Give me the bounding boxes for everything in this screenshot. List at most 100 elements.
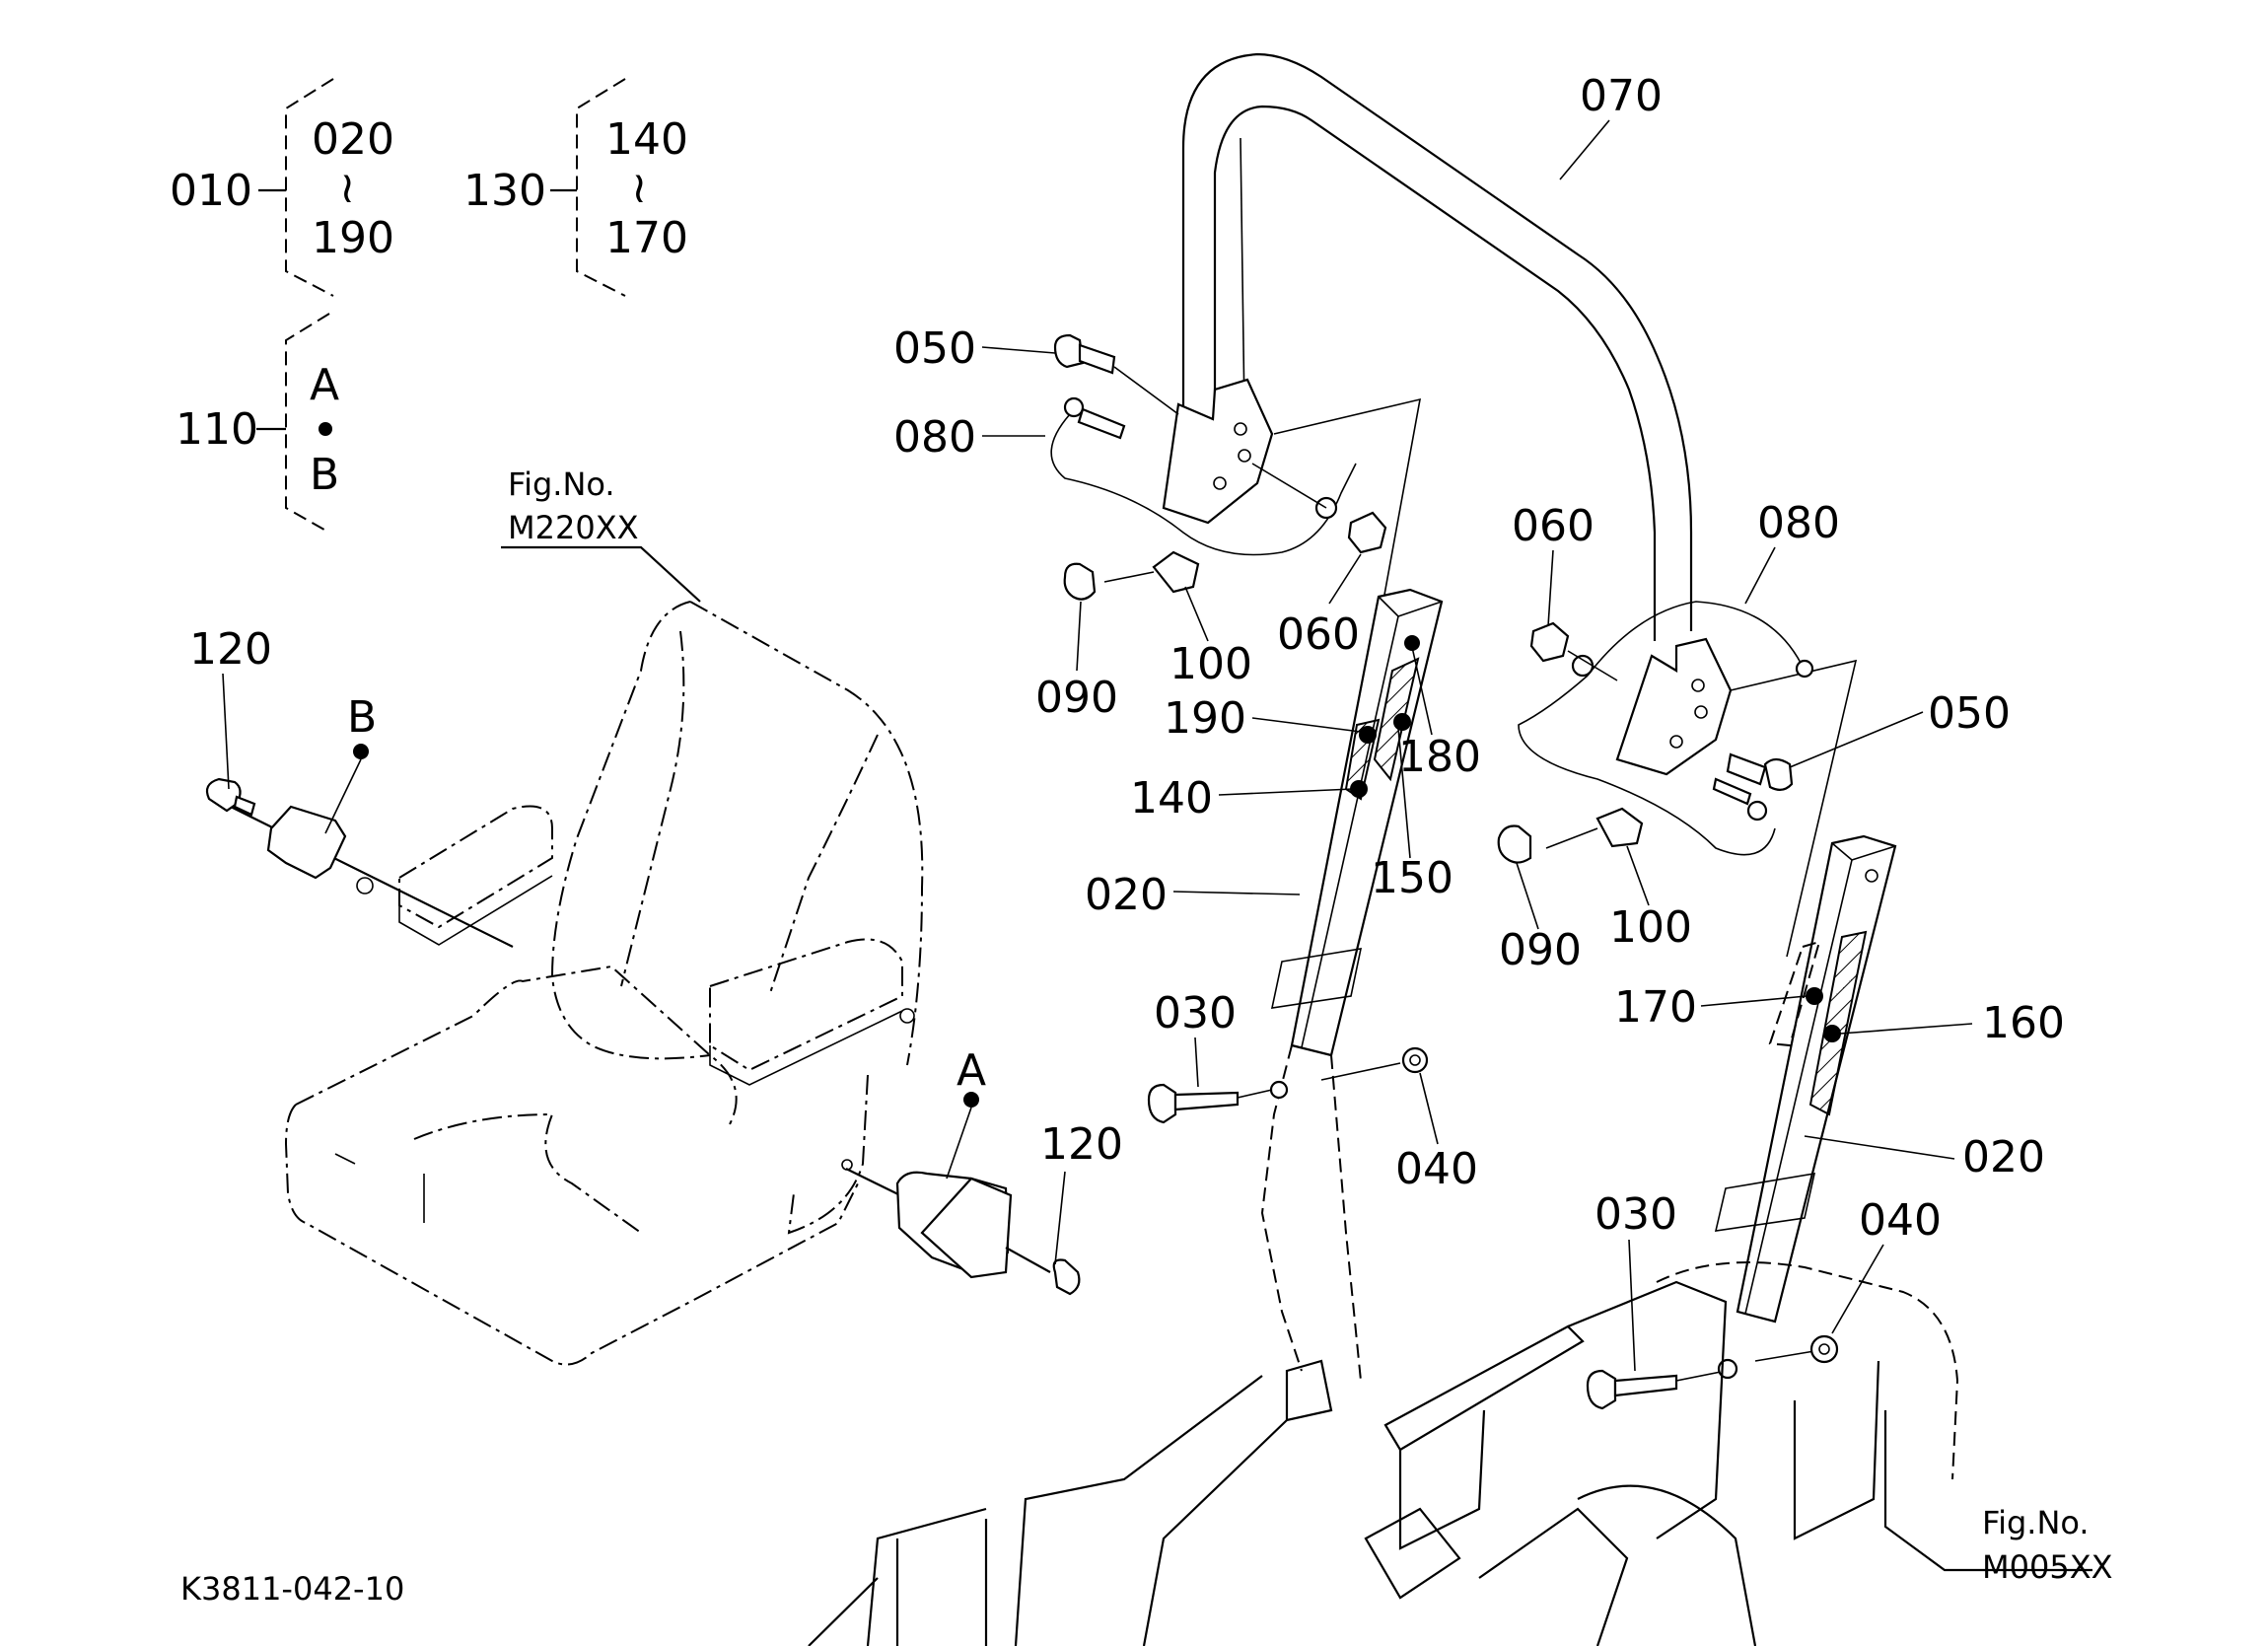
- callout-030-left: 030: [1154, 988, 1237, 1038]
- rollbar-back: [1240, 137, 1245, 415]
- leader-100-right: [1626, 845, 1650, 906]
- leader-050-left: [981, 346, 1056, 354]
- armrest-left: [398, 805, 553, 929]
- pivot-hardware-right: [1586, 1334, 1839, 1410]
- bolt-axis: [1251, 463, 1327, 509]
- group-range-start: 140: [605, 114, 688, 165]
- callout-070: 070: [1580, 71, 1663, 121]
- knob-090-right: [1497, 824, 1532, 864]
- callout-030-right: 030: [1595, 1189, 1677, 1240]
- callout-150: 150: [1371, 853, 1453, 903]
- lanyard-ring-right: [1795, 659, 1814, 679]
- leader-060-left: [1328, 553, 1362, 605]
- callout-020-right: 020: [1962, 1132, 2045, 1182]
- label-170-decal: [1768, 940, 1821, 1047]
- callout-190: 190: [1164, 693, 1246, 744]
- pin-080-right: [1712, 777, 1752, 806]
- hinge-hole: [1691, 679, 1705, 692]
- group-range-sep: ≀: [631, 163, 648, 213]
- bolt-axis: [1567, 650, 1618, 681]
- assembly-group-110: 110 A B: [176, 313, 339, 534]
- callout-090-left: 090: [1035, 673, 1118, 723]
- callout-b: B: [347, 692, 377, 743]
- fig-number: M220XX: [508, 509, 639, 546]
- callout-a-dot: [963, 1092, 979, 1108]
- callout-060-left: 060: [1277, 609, 1360, 660]
- assembly-guide-right: [1730, 659, 1858, 958]
- assembly-group-010: 010 020 ≀ 190: [170, 78, 394, 297]
- callout-080-right: 080: [1757, 498, 1840, 548]
- bushing-axis: [1320, 1062, 1401, 1081]
- leader-100-left: [1184, 586, 1209, 642]
- switch-a-axis: [1005, 1247, 1051, 1273]
- leader-060-right: [1547, 549, 1554, 627]
- knob-090-left: [1063, 562, 1097, 601]
- seat-back-seam-right: [768, 734, 879, 997]
- leader-020-left: [1172, 891, 1301, 895]
- frame-cross-rail: [1383, 1324, 1585, 1452]
- leader-090-right: [1516, 862, 1539, 930]
- switch-b-body: [266, 805, 347, 880]
- bolt-030-head-left: [1147, 1083, 1177, 1124]
- callout-090-right: 090: [1499, 925, 1582, 975]
- group-parent-label: 130: [463, 166, 546, 216]
- label-140-dot: [1350, 780, 1368, 798]
- group-range-end: B: [310, 450, 339, 500]
- bolt-050-head-right: [1763, 757, 1794, 791]
- frame-wheel-arch: [1577, 1484, 1757, 1646]
- lanyard-left: [1050, 413, 1357, 556]
- label-190-dot: [1359, 726, 1377, 744]
- bolt-050-head-left: [1053, 333, 1085, 369]
- leader-190: [1251, 717, 1362, 733]
- bolt-axis: [1237, 1089, 1273, 1099]
- leader-150: [1397, 727, 1411, 859]
- pin-ring-right: [1746, 800, 1768, 822]
- fig-leader: [1883, 1410, 2092, 1572]
- bracket-100-right: [1595, 807, 1644, 848]
- armrest-right-base: [709, 1010, 903, 1086]
- switch-b-hole: [356, 877, 374, 895]
- hinge-plate-right: [1615, 637, 1733, 776]
- group-parent-label: 010: [170, 166, 252, 216]
- frame-cross-plate: [1398, 1409, 1486, 1550]
- seat-switch-b: [205, 777, 514, 948]
- hinge-hole: [1694, 705, 1708, 719]
- frame-left-bracket: [866, 1507, 987, 1646]
- seat-outline: [284, 601, 924, 1366]
- frame-bottom-block: [1364, 1507, 1461, 1600]
- group-range-end: 190: [312, 213, 394, 263]
- post-left-edge: [1301, 615, 1399, 1048]
- fig-caption: Fig.No.: [1982, 1504, 2090, 1541]
- hinge-plate-left: [1162, 378, 1274, 525]
- leader-a: [946, 1107, 972, 1180]
- leader-040-right: [1831, 1244, 1884, 1334]
- callout-020-left: 020: [1085, 870, 1168, 920]
- group-bracket: [576, 78, 626, 297]
- seat-cushion-front: [284, 1104, 859, 1366]
- seat-side-panel: [787, 1074, 869, 1235]
- label-160-dot: [1823, 1025, 1841, 1042]
- leader-020-right: [1804, 1135, 1955, 1160]
- group-range-sep-dot: [319, 422, 332, 436]
- callout-100-left: 100: [1169, 639, 1252, 689]
- label-170-dot: [1806, 987, 1823, 1005]
- frame-left-rail: [1014, 1375, 1263, 1646]
- frame-left-upright-2: [1330, 1054, 1362, 1382]
- group-range-end: 170: [605, 213, 688, 263]
- seat-back-right-edge: [689, 601, 924, 1066]
- post-right-clip: [1714, 1173, 1816, 1232]
- bushing-bore: [1409, 1054, 1421, 1066]
- pivot-hole-left: [1269, 1080, 1289, 1100]
- post-right: [1714, 834, 1897, 1324]
- rollbar: [1162, 52, 1733, 776]
- group-bracket: [285, 78, 334, 297]
- callout-a: A: [957, 1045, 986, 1096]
- figure-ref-m220xx: Fig.No. M220XX: [501, 465, 701, 603]
- nut-060-right: [1529, 621, 1570, 663]
- group-range-start: 020: [312, 114, 394, 165]
- leader-070: [1559, 119, 1610, 180]
- leader-090-left: [1076, 601, 1082, 672]
- nut-060-left: [1347, 511, 1387, 554]
- leader-160: [1839, 1023, 1973, 1035]
